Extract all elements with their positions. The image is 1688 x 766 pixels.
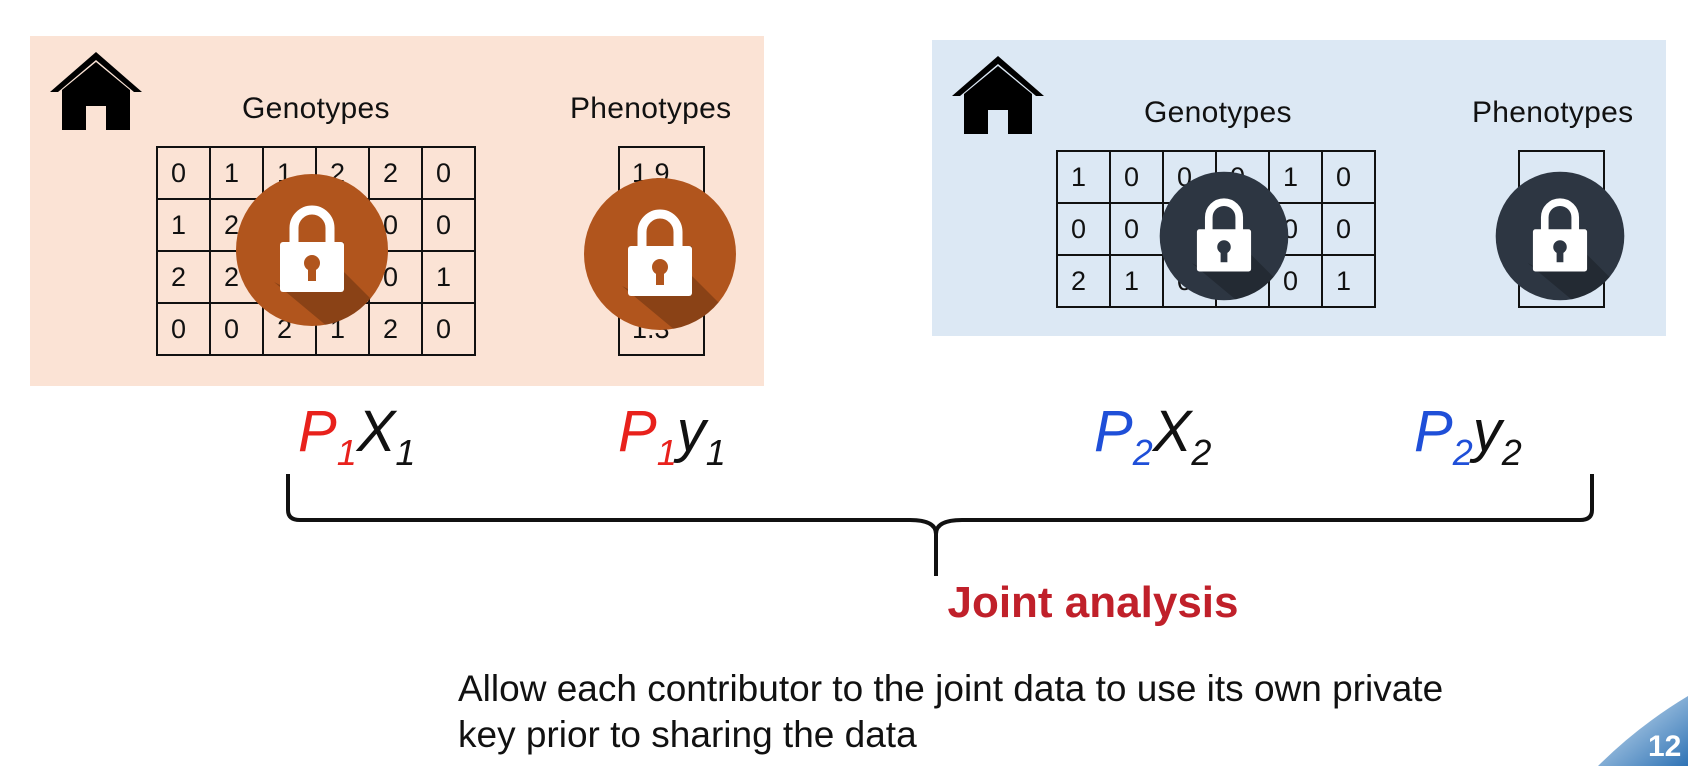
phenotypes-label: Phenotypes (570, 92, 732, 125)
phenotypes-label: Phenotypes (1472, 96, 1634, 129)
genotypes-label: Genotypes (1144, 96, 1292, 129)
matrix-cell: 0 (421, 302, 476, 356)
matrix-row: 210101 (1056, 254, 1376, 308)
variable-symbol: X (356, 399, 396, 464)
matrix-cell: 2 (368, 146, 423, 200)
joint-analysis-title: Joint analysis (0, 578, 1688, 628)
matrix-cell: 1 (421, 250, 476, 304)
matrix-cell: 0 (1321, 150, 1376, 204)
curly-brace (286, 474, 1594, 576)
party-symbol: P (298, 399, 337, 464)
matrix-cell: 0 (156, 302, 211, 356)
party-subscript: 2 (1452, 432, 1473, 473)
party-symbol: P (1414, 399, 1453, 464)
matrix-cell: 2 (156, 250, 211, 304)
party-symbol: P (618, 399, 657, 464)
home-icon (50, 52, 142, 130)
matrix-cell: 0 (421, 146, 476, 200)
description-text: Allow each contributor to the joint data… (458, 668, 1444, 755)
matrix-cell: 0 (156, 146, 211, 200)
matrix-cell: 0 (209, 302, 264, 356)
party2-panel: Genotypes Phenotypes 1000100000210101 (932, 40, 1666, 336)
matrix-cell: 0 (1109, 202, 1164, 256)
variable-symbol: y (676, 399, 706, 464)
formula-p2-y2: P2y2 (1414, 398, 1522, 473)
slide-corner-decoration (1598, 696, 1688, 766)
matrix-cell: 1 (1056, 150, 1111, 204)
matrix-cell: 1 (1268, 150, 1323, 204)
matrix-cell: 2 (1056, 254, 1111, 308)
matrix-cell: 1 (209, 146, 264, 200)
genotypes-label: Genotypes (242, 92, 390, 125)
variable-symbol: y (1472, 399, 1502, 464)
lock-icon (1495, 171, 1625, 301)
matrix-cell: 1 (156, 198, 211, 252)
variable-symbol: X (1152, 399, 1192, 464)
lock-icon (584, 178, 736, 330)
variable-subscript: 1 (705, 432, 726, 473)
matrix-cell: 0 (1056, 202, 1111, 256)
matrix-row: 100010 (1056, 150, 1376, 204)
matrix-cell: 0 (421, 198, 476, 252)
party-symbol: P (1094, 399, 1133, 464)
matrix-cell: 0 (1109, 150, 1164, 204)
matrix-cell: 1 (1321, 254, 1376, 308)
matrix-cell: 1 (1109, 254, 1164, 308)
formula-p1-y1: P1y1 (618, 398, 726, 473)
home-icon (952, 56, 1044, 134)
lock-icon (236, 174, 388, 326)
matrix-cell: 0 (1321, 202, 1376, 256)
party-subscript: 1 (656, 432, 677, 473)
slide-number: 12 (1648, 730, 1682, 763)
lock-icon (1159, 171, 1289, 301)
formula-p2-x2: P2X2 (1094, 398, 1211, 473)
variable-subscript: 2 (1191, 432, 1212, 473)
formula-p1-x1: P1X1 (298, 398, 415, 473)
matrix-cell: 2 (368, 302, 423, 356)
variable-subscript: 2 (1501, 432, 1522, 473)
party-subscript: 2 (1132, 432, 1153, 473)
variable-subscript: 1 (395, 432, 416, 473)
joint-analysis-text: Joint analysis (947, 578, 1239, 627)
party-subscript: 1 (336, 432, 357, 473)
